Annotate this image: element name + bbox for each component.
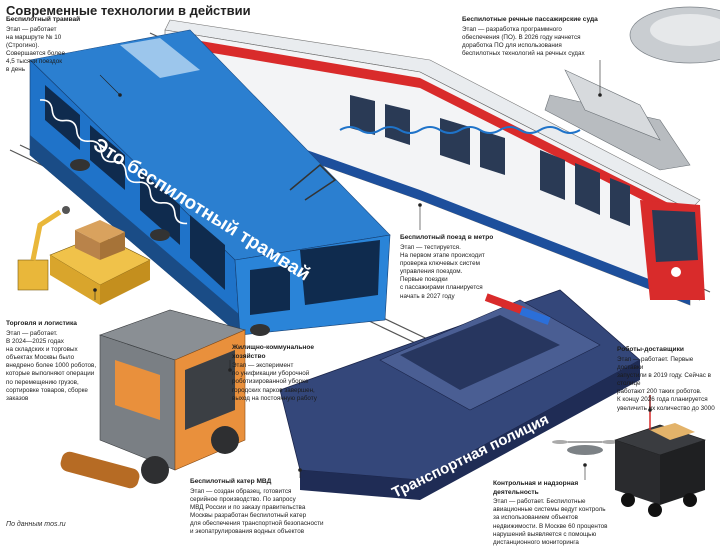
note-line: Этап — работает. Беспилотные [493, 498, 586, 506]
note-line: которые выполняют операции [6, 370, 95, 378]
note-line: на маршруте № 10 [6, 33, 62, 41]
note-tram-heading: Беспилотный трамвай [6, 16, 81, 23]
street-sweeper [60, 309, 246, 489]
note-line: дистанционного мониторинга [493, 538, 579, 546]
note-line: управления поездом. [400, 268, 463, 276]
note-line: В 2024—2025 годах [6, 337, 64, 345]
note-line: запустили в 2019 году. Сейчас в столице [617, 371, 712, 388]
leader-lines [93, 60, 652, 480]
page-title: Современные технологии в действии [6, 3, 251, 18]
note-line: недвижимости. В Москве 60 процентов [493, 522, 608, 530]
note-line: На первом этапе происходит [400, 251, 485, 259]
note-line: Этап — работает [6, 25, 57, 33]
note-line: серийное производство. По запросу [190, 495, 296, 503]
note-line: внедрено более 1000 роботов, [6, 362, 97, 370]
note-line: беспилотных технологий на речных судах [462, 50, 585, 58]
drone [552, 440, 618, 455]
note-line: Этап — работает. Первые доставки [617, 355, 694, 371]
note-line: Совершается более [6, 50, 65, 58]
note-line: начать в 2027 году [400, 292, 455, 300]
note-control: Контрольная и надзорная деятельность Эта… [493, 480, 611, 547]
note-line: сортировке товаров, сборке [6, 386, 88, 394]
note-line: доработка ПО для использования [462, 41, 562, 49]
note-line: Первые поездки [400, 276, 448, 284]
note-line: проверка ключевых систем [400, 259, 480, 267]
note-metro-heading: Беспилотный поезд в метро [400, 234, 494, 241]
note-couriers: Роботы-доставщики Этап — работает. Первы… [617, 346, 717, 413]
note-boat-heading: Беспилотный катер МВД [190, 478, 272, 485]
note-boat: Беспилотный катер МВД Этап — создан обра… [190, 478, 338, 537]
note-line: Этап — работает. [6, 329, 58, 337]
note-trade: Торговля и логистика Этап — работает. В … [6, 320, 111, 403]
note-line: нарушений выявляется с помощью [493, 530, 597, 538]
note-line: Этап — эксперимент [232, 362, 294, 370]
note-vessels-heading: Беспилотные речные пассажирские суда [462, 16, 598, 23]
note-line: для обеспечения транспортной безопасност… [190, 520, 324, 528]
note-line: по унификации уборочной [232, 370, 310, 378]
river-vessel [544, 6, 720, 171]
note-line: по перемещению грузов, [6, 378, 79, 386]
note-line: обеспечения (ПО). В 2026 году начнется [462, 33, 581, 41]
note-line: работают 200 таких роботов. [617, 388, 702, 396]
note-couriers-heading: Роботы-доставщики [617, 346, 684, 353]
note-tram: Беспилотный трамвай Этап — работает на м… [6, 16, 116, 75]
note-trade-heading: Торговля и логистика [6, 320, 77, 327]
note-line: роботизированной уборке [232, 378, 309, 386]
note-line: на складских и торговых [6, 345, 78, 353]
note-utilities: Жилищно-коммунальное хозяйство Этап — эк… [232, 344, 340, 403]
note-line: Этап — тестируется. [400, 243, 461, 251]
note-line: Москвы разработан беспилотный катер [190, 512, 307, 520]
note-line: увеличить их количество до 3000 [617, 404, 715, 412]
note-line: (Строгино). [6, 41, 40, 49]
illustration: Это беспилотный трамвай [9, 6, 720, 517]
note-line: заказов [6, 394, 29, 402]
tram: Это беспилотный трамвай [29, 29, 391, 336]
note-vessels: Беспилотные речные пассажирские суда Эта… [462, 16, 622, 58]
note-control-heading: Контрольная и надзорная деятельность [493, 480, 579, 496]
note-line: городских парков завершен, [232, 386, 315, 394]
note-line: МВД России и по заказу правительства [190, 503, 306, 511]
note-utilities-heading: Жилищно-коммунальное хозяйство [232, 344, 315, 360]
source-credit: По данным mos.ru [6, 521, 66, 528]
loader-robot [17, 206, 151, 305]
note-line: Этап — разработка программного [462, 25, 562, 33]
note-line: К концу 2026 года планируется [617, 396, 708, 404]
note-line: Этап — создан образец, готовится [190, 487, 292, 495]
note-line: с пассажирами планируется [400, 284, 483, 292]
note-line: объектах Москвы было [6, 354, 75, 362]
note-line: 4,5 тысячи поездок [6, 58, 62, 66]
note-line: и экопатрулирования водных объектов [190, 528, 305, 536]
note-line: в день [6, 66, 26, 74]
note-line: за использованием объектов [493, 514, 579, 522]
delivery-robot [614, 395, 706, 517]
note-line: авиационные системы ведут контроль [493, 506, 606, 514]
note-line: выход на постоянную работу [232, 394, 317, 402]
note-metro: Беспилотный поезд в метро Этап — тестиру… [400, 234, 510, 301]
